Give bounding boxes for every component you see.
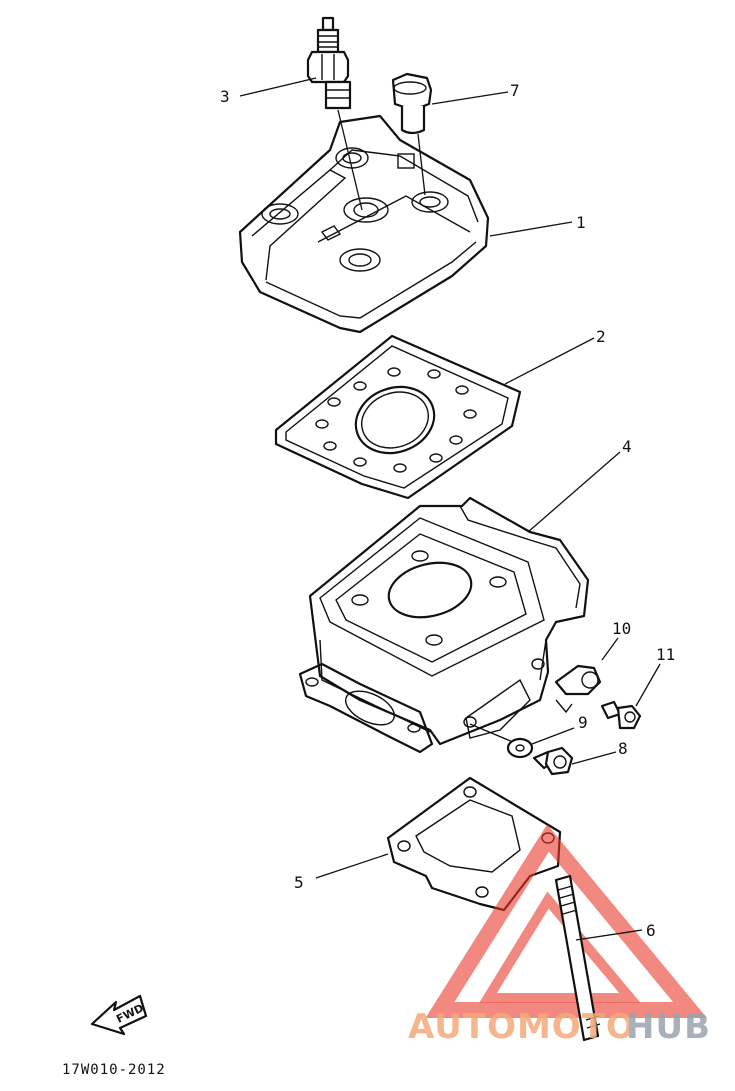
diagram-code: 17W010-2012 (62, 1062, 166, 1078)
stud-bolt (554, 874, 601, 1042)
gasket-holes (315, 367, 477, 473)
leader-lines (239, 77, 661, 941)
cylinder-head (238, 114, 490, 334)
callout-2: 2 (596, 327, 606, 346)
callout-8: 8 (618, 739, 628, 758)
cylinder-base-gasket (386, 776, 562, 912)
callout-7: 7 (510, 81, 520, 100)
callout-6: 6 (646, 921, 656, 940)
callout-11: 11 (656, 645, 675, 664)
callout-5: 5 (294, 873, 304, 892)
watermark-text: AUTOMOTO HUB (408, 1007, 711, 1047)
cylinder-head-gasket (274, 334, 522, 500)
flange-bolt (532, 746, 574, 776)
watermark-logo (425, 824, 707, 1018)
callout-1: 1 (576, 213, 586, 232)
callout-4: 4 (622, 437, 632, 456)
spark-plug (306, 16, 363, 211)
watermark-part2: HUB (626, 1007, 711, 1047)
cylinder-head-bolt (391, 72, 433, 196)
cable-clamp (554, 664, 602, 714)
callout-3: 3 (220, 87, 230, 106)
fwd-arrow-icon: FWD (90, 994, 148, 1036)
cylinder (298, 496, 590, 754)
washer (506, 737, 534, 759)
clamp-screw (600, 700, 642, 730)
callout-labels: 1 2 3 4 5 6 7 8 9 10 11 (220, 81, 675, 940)
callout-9: 9 (578, 713, 588, 732)
watermark-part1: AUTOMOTO (408, 1007, 636, 1047)
callout-10: 10 (612, 619, 631, 638)
